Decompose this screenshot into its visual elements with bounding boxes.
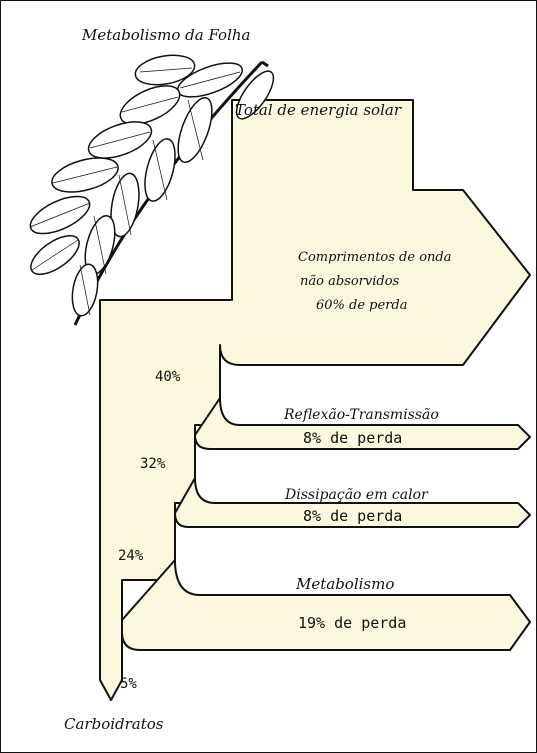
remaining-24: 24% (118, 548, 144, 564)
unabsorbed-line-1: Comprimentos de onda (298, 250, 451, 265)
metabolism-loss: 19% de perda (298, 614, 406, 632)
reflection-loss: 8% de perda (303, 429, 402, 447)
remaining-5: 5% (120, 676, 137, 692)
unabsorbed-loss: 60% de perda (316, 298, 407, 313)
heat-title: Dissipação em calor (284, 487, 429, 503)
remaining-40: 40% (155, 369, 181, 385)
unabsorbed-line-2: não absorvidos (300, 274, 400, 289)
leaf-icon (29, 54, 275, 326)
loss-arrow-heat (174, 477, 531, 528)
loss-arrow-metabolism (121, 559, 531, 651)
loss-arrow-reflection (194, 397, 531, 450)
main-flow-shape (99, 99, 531, 701)
output-label: Carboidratos (64, 715, 164, 733)
metabolism-title: Metabolismo (295, 575, 394, 593)
diagram-title: Metabolismo da Folha (81, 26, 251, 44)
input-label: Total de energia solar (235, 101, 402, 119)
remaining-32: 32% (140, 456, 166, 472)
reflection-title: Reflexão-Transmissão (283, 407, 439, 423)
heat-loss: 8% de perda (303, 507, 402, 525)
